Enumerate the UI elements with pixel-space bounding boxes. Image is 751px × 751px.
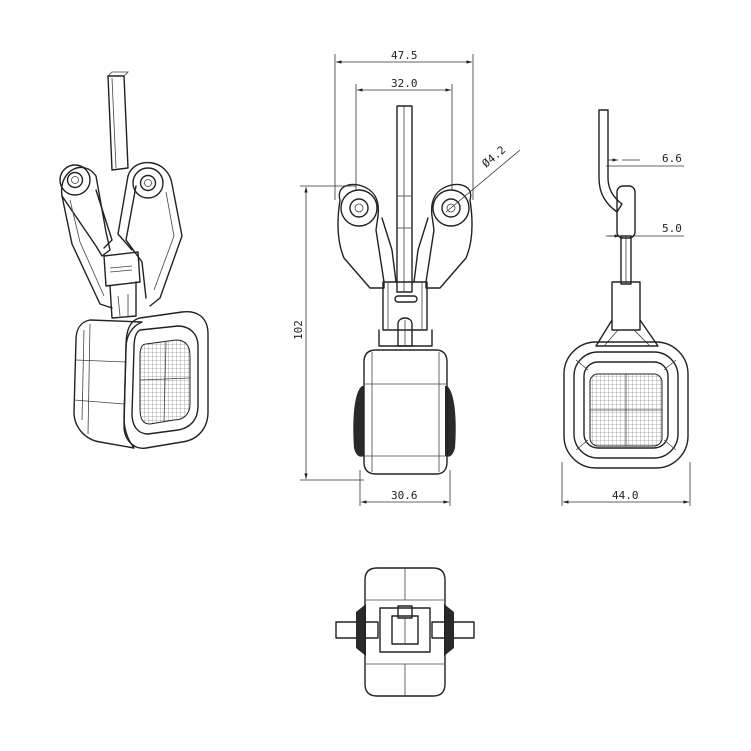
dim-overall-width: 47.5 (391, 49, 418, 62)
dim-arm-thickness: 5.0 (662, 222, 682, 235)
dimension-lines (300, 54, 691, 506)
dim-arm-offset: 6.6 (662, 152, 682, 165)
bottom-view (335, 567, 475, 697)
side-view (563, 109, 689, 469)
front-view (337, 105, 473, 475)
dim-overall-height: 102 (292, 320, 305, 340)
dim-body-width: 30.6 (391, 489, 418, 502)
dim-hole-spacing: 32.0 (391, 77, 418, 90)
isometric-view (59, 71, 209, 449)
dim-housing-width: 44.0 (612, 489, 639, 502)
dim-hole-diameter: Ø4.2 (480, 143, 509, 170)
